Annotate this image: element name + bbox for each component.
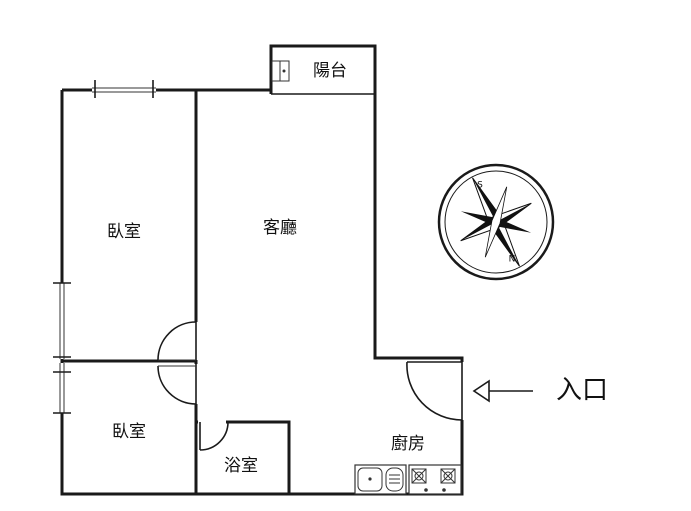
room-label-bedroom-top: 臥室 xyxy=(107,222,141,242)
balcony-wall xyxy=(269,44,377,94)
room-label-living-room: 客廳 xyxy=(263,218,297,238)
door-bedroom-bottom xyxy=(157,364,200,405)
door-entrance xyxy=(406,361,466,421)
kitchen-sink-icon xyxy=(354,464,407,495)
stove-icon xyxy=(408,464,462,495)
room-label-balcony: 陽台 xyxy=(313,61,347,81)
window-left-upper xyxy=(53,282,71,359)
window-top xyxy=(92,80,156,98)
room-label-kitchen: 廚房 xyxy=(391,433,425,454)
room-label-bathroom: 浴室 xyxy=(224,456,258,476)
door-bathroom xyxy=(198,418,229,451)
room-label-bedroom-bottom: 臥室 xyxy=(112,422,146,442)
compass-north-label: N xyxy=(509,255,516,265)
window-left-lower xyxy=(53,363,71,414)
compass-icon: S N xyxy=(437,163,555,281)
entrance-label: 入口 xyxy=(556,376,608,406)
door-bedroom-top xyxy=(157,321,200,361)
laundry-sink-icon xyxy=(271,60,290,82)
compass-south-label: S xyxy=(477,181,483,191)
entrance-arrow-icon xyxy=(472,379,533,403)
bathroom-wall xyxy=(196,420,291,494)
